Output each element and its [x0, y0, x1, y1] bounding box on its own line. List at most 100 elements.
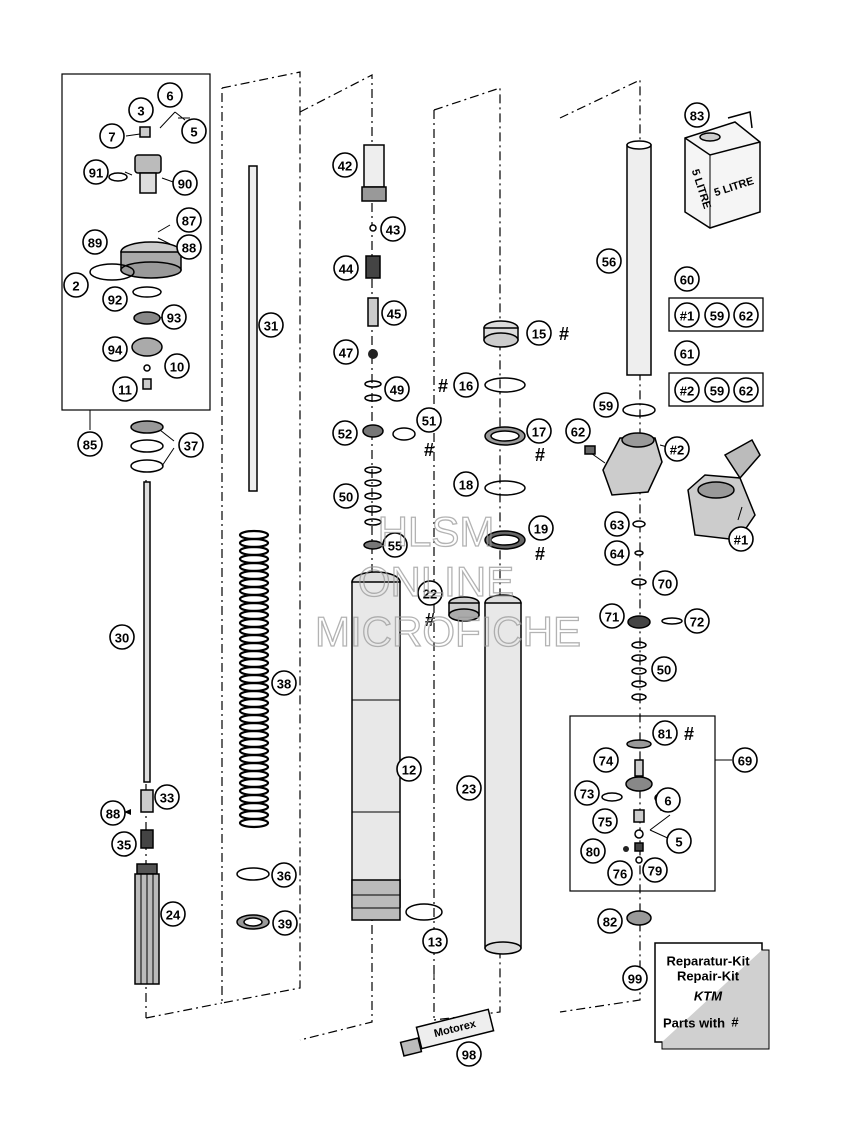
- callout-number: 37: [184, 439, 198, 454]
- callout-number: 76: [613, 867, 627, 882]
- spring-coil: [238, 577, 270, 589]
- callout-74: 74: [593, 747, 619, 773]
- watermark-line3: MICROFICHE: [315, 608, 581, 655]
- callout-number: 90: [178, 177, 192, 192]
- kit-item-circle: [674, 302, 700, 328]
- callout-11: 11: [112, 376, 138, 402]
- callout-circle: [528, 515, 554, 541]
- callout-number: 72: [690, 615, 704, 630]
- callout-circle: [382, 532, 408, 558]
- spring-coil: [238, 729, 270, 741]
- callout-number: 47: [339, 346, 353, 361]
- callout-circle: [622, 965, 648, 991]
- callout-number: 94: [108, 343, 123, 358]
- callout-61: 61: [674, 340, 700, 366]
- callout-circle: [381, 300, 407, 326]
- callout-44: 44: [333, 255, 359, 281]
- kit-item-circle: [704, 377, 730, 403]
- callout-number: 49: [390, 383, 404, 398]
- callout-47: 47: [333, 339, 359, 365]
- callout-hash2: #2: [664, 436, 690, 462]
- callout-60: 60: [674, 266, 700, 292]
- callout-6: 6: [157, 82, 183, 108]
- repair-kit-hash: #: [731, 1015, 739, 1030]
- callout-19: 19: [528, 515, 554, 541]
- callout-71: 71: [599, 603, 625, 629]
- spring-coil: [238, 553, 270, 565]
- callout-87: 87: [176, 207, 202, 233]
- kit-item-number: 62: [739, 384, 753, 399]
- kit-60-item: 62: [733, 302, 759, 328]
- repair-kit-logo: KTM: [694, 989, 723, 1004]
- callout-number: 81: [658, 727, 672, 742]
- callout-number: 45: [387, 307, 401, 322]
- callout-number: 17: [532, 425, 546, 440]
- spring-coil: [238, 529, 270, 541]
- callout-circle: [684, 102, 710, 128]
- callout-circle: [652, 720, 678, 746]
- callout-number: 73: [580, 787, 594, 802]
- callout-88: 88: [176, 234, 202, 260]
- hash-mark: #: [424, 440, 434, 460]
- kit-box-85: [61, 73, 211, 411]
- callout-92: 92: [102, 286, 128, 312]
- callout-56: 56: [596, 248, 622, 274]
- spring-coil: [238, 537, 270, 549]
- callout-number: 60: [680, 273, 694, 288]
- callout-circle: [422, 928, 448, 954]
- callout-number: 82: [603, 915, 617, 930]
- callout-80: 80: [580, 838, 606, 864]
- callout-circle: [160, 901, 186, 927]
- callout-number: 98: [462, 1048, 476, 1063]
- callout-99: 99: [622, 965, 648, 991]
- callout-circle: [674, 266, 700, 292]
- repair-kit-line3: Parts with: [663, 1016, 725, 1031]
- callout-number: 55: [388, 539, 402, 554]
- callout-number: 61: [680, 347, 694, 362]
- kit-item-number: 62: [739, 309, 753, 324]
- spring-coil: [238, 561, 270, 573]
- callout-number: 70: [658, 577, 672, 592]
- callout-15: 15: [526, 320, 552, 346]
- callout-70: 70: [652, 570, 678, 596]
- callout-number: 36: [277, 869, 291, 884]
- outer-tube-column-parts: Motorex: [399, 320, 526, 1057]
- spring-column-parts: [236, 165, 270, 930]
- repair-kit-line1: Reparatur-Kit: [666, 954, 750, 969]
- left-column-parts: [89, 126, 182, 985]
- callout-number: 91: [89, 166, 103, 181]
- hash-mark: #: [684, 724, 694, 744]
- callout-circle: [593, 747, 619, 773]
- callout-number: 51: [422, 414, 436, 429]
- callout-number: 52: [338, 427, 352, 442]
- callout-circle: [593, 392, 619, 418]
- kit-61-item: 62: [733, 377, 759, 403]
- callout-circle: [102, 286, 128, 312]
- callout-51: 51: [416, 407, 442, 433]
- spring-coil: [238, 569, 270, 581]
- callout-circle: [456, 1041, 482, 1067]
- callout-circle: [396, 756, 422, 782]
- callout-number: 62: [571, 425, 585, 440]
- callout-number: 75: [598, 815, 612, 830]
- callout-number: 24: [166, 908, 181, 923]
- callout-5: 5: [666, 828, 692, 854]
- callout-circle: [526, 418, 552, 444]
- callout-number: 80: [586, 845, 600, 860]
- kit-61-item: 59: [704, 377, 730, 403]
- callout-73: 73: [574, 780, 600, 806]
- callout-circle: [100, 800, 126, 826]
- spring-coil: [238, 649, 270, 661]
- callout-45: 45: [381, 300, 407, 326]
- spring-coil: [238, 817, 270, 829]
- callout-number: #2: [670, 443, 684, 458]
- callout-circle: [112, 376, 138, 402]
- callout-24: 24: [160, 901, 186, 927]
- callout-35: 35: [111, 831, 137, 857]
- spring-coil: [238, 785, 270, 797]
- callout-circle: [161, 304, 187, 330]
- callout-number: 63: [610, 518, 624, 533]
- callout-number: 92: [108, 293, 122, 308]
- callout-81: 81: [652, 720, 678, 746]
